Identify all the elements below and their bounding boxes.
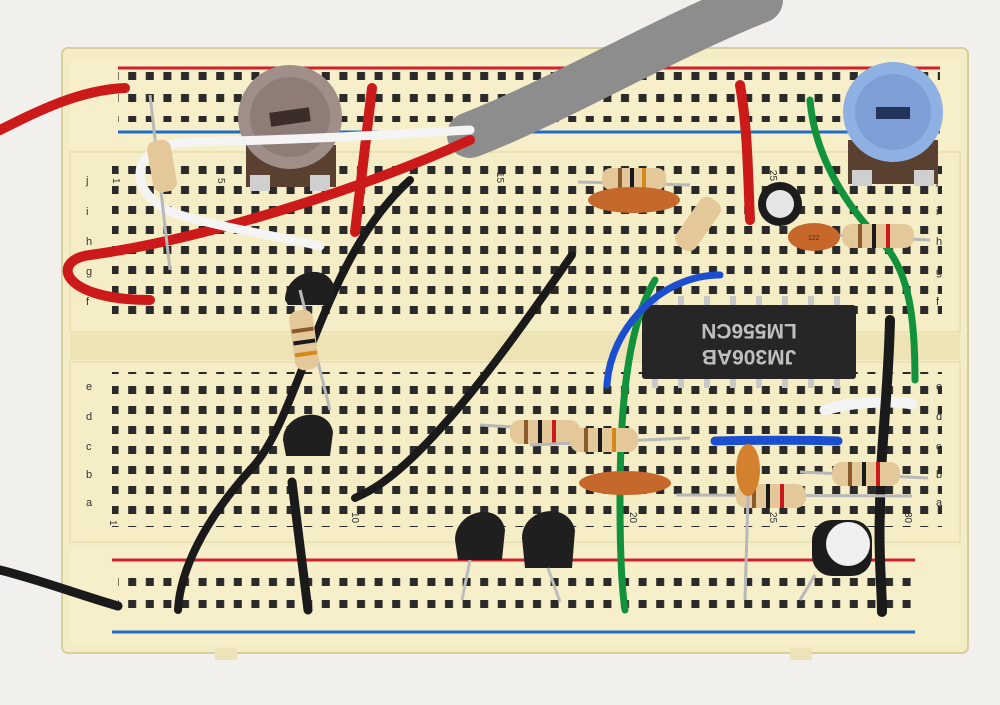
white-wire xyxy=(135,125,475,251)
column-number: 30 xyxy=(902,512,913,524)
resistor xyxy=(289,289,332,411)
black-wire xyxy=(351,251,576,502)
bottom-rail-holes xyxy=(118,570,918,620)
column-numbers-bottom: 1 10 20 25 30 xyxy=(107,512,913,526)
pot-pin xyxy=(852,170,872,186)
red-wire xyxy=(735,80,755,225)
row-letter: c xyxy=(86,441,92,453)
column-number: 20 xyxy=(627,512,638,524)
blue-wire xyxy=(710,435,843,446)
electrolytic-capacitor xyxy=(798,520,872,601)
row-letter: a xyxy=(86,497,93,509)
resistor xyxy=(577,168,691,190)
column-number: 25 xyxy=(767,170,778,182)
board-foot xyxy=(790,648,812,660)
transistors xyxy=(283,271,575,603)
resistor xyxy=(147,94,177,271)
board-foot xyxy=(215,648,237,660)
red-wire xyxy=(350,83,377,237)
capacitor-marking: 122 xyxy=(808,235,820,242)
gray-cable xyxy=(447,0,783,158)
black-wire xyxy=(874,315,895,617)
lm556-chip: LM556CN JM306AB xyxy=(642,296,856,388)
row-letter: i xyxy=(86,206,88,218)
row-letters-bottom-right: e d c b a xyxy=(936,381,943,509)
row-letter: d xyxy=(936,411,942,423)
transistor xyxy=(522,511,575,568)
row-letter: e xyxy=(936,381,942,393)
potentiometer-right xyxy=(843,62,943,186)
lower-terminal-holes xyxy=(112,372,942,527)
chip-pins xyxy=(652,296,840,388)
red-wire xyxy=(0,83,130,135)
chip-label-part: LM556CN xyxy=(701,319,797,342)
pot-pin xyxy=(250,175,270,191)
row-letter: c xyxy=(936,441,942,453)
row-letter: a xyxy=(936,497,943,509)
transistor xyxy=(455,511,505,560)
column-number: 15 xyxy=(494,172,505,184)
row-letter: e xyxy=(86,381,92,393)
black-wire xyxy=(174,176,414,614)
resistor xyxy=(675,196,721,252)
row-letter: b xyxy=(86,469,92,481)
ceramic-capacitor: 122 xyxy=(788,223,840,251)
black-wire xyxy=(287,477,313,615)
row-letter: i xyxy=(936,206,938,218)
row-letter: f xyxy=(936,296,940,308)
ceramic-capacitors: 122 xyxy=(579,187,840,601)
transistor xyxy=(285,271,335,305)
row-letter: f xyxy=(86,296,90,308)
row-letter: j xyxy=(85,175,88,187)
blue-wire xyxy=(603,271,724,389)
row-letters-top-left: j i h g f xyxy=(85,175,92,308)
column-number: 1 xyxy=(107,520,118,526)
pot-pin xyxy=(914,170,934,186)
column-number: 10 xyxy=(349,512,360,524)
transistor xyxy=(283,414,333,456)
ceramic-capacitor xyxy=(579,471,671,495)
chip-label-batch: JM306AB xyxy=(702,345,797,368)
column-number: 1 xyxy=(110,178,121,184)
row-letter: h xyxy=(936,236,942,248)
column-number: 5 xyxy=(215,178,226,184)
row-letter: b xyxy=(936,469,942,481)
electrolytic-capacitor xyxy=(758,182,802,226)
resistors xyxy=(147,94,931,508)
row-letters-bottom-left: e d c b a xyxy=(86,381,93,509)
column-numbers-top: 1 5 15 25 xyxy=(110,170,778,184)
chip-body xyxy=(642,305,856,379)
pot-pin xyxy=(310,175,330,191)
resistor xyxy=(829,224,931,248)
pot-slot xyxy=(876,107,910,119)
row-letter: g xyxy=(936,266,942,278)
white-wire xyxy=(819,396,918,416)
ceramic-capacitor xyxy=(588,187,680,213)
resistor xyxy=(799,462,929,486)
potentiometer-left xyxy=(238,65,342,191)
resistor xyxy=(529,428,691,452)
black-wire xyxy=(0,565,123,611)
row-letter: d xyxy=(86,411,92,423)
row-letter: g xyxy=(86,266,92,278)
red-wire xyxy=(62,135,475,305)
row-letter: h xyxy=(86,236,92,248)
pot-slot xyxy=(269,107,311,127)
electrolytic-capacitors xyxy=(758,182,872,601)
column-number: 25 xyxy=(767,512,778,524)
ceramic-capacitor xyxy=(736,444,760,496)
